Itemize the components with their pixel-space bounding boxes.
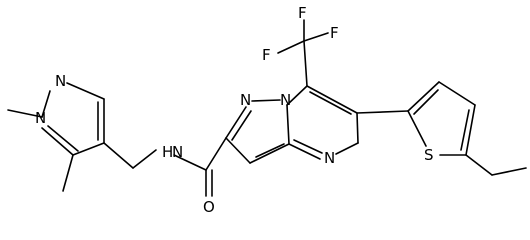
pyrazole-ring [225, 99, 290, 164]
fluorine-atom-label: F [262, 46, 271, 64]
pyrazole-nitrogen-label: N [55, 72, 66, 90]
ring-nitrogen-label: N [324, 149, 335, 167]
ring-nitrogen-label: N [240, 91, 251, 109]
thiophene-sulfur-label: S [424, 146, 434, 164]
ethylthiophene-ring [356, 81, 527, 176]
carboxamide-group [103, 137, 227, 197]
carbonyl-oxygen-label: O [203, 198, 215, 216]
fluorine-atom-label: F [330, 24, 339, 42]
amide-nitrogen-label: H [162, 143, 173, 161]
fluorine-atom-label: F [298, 4, 307, 22]
molecule-diagram: F F F N N H N O N N N S [7, 4, 527, 216]
amide-nitrogen-label: N [172, 143, 183, 161]
pyrazole-nitrogen-label: N [35, 109, 46, 127]
molecule-structure: F F F N N H N O N N N S [7, 4, 527, 216]
dimethylpyrazole-ring [7, 82, 105, 192]
ring-nitrogen-label: N [280, 91, 291, 109]
trifluoromethyl-group [277, 19, 329, 87]
pyrimidine-ring [286, 85, 359, 160]
